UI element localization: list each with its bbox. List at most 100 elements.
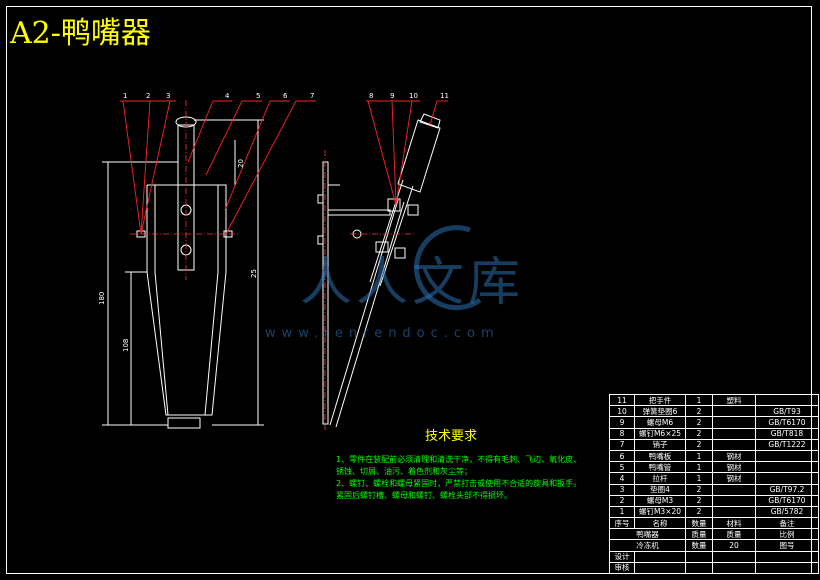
bom-cell-note: GB/T1222 <box>755 438 819 451</box>
bom-cell-qty: 2 <box>685 405 713 418</box>
dim-20: 20 <box>237 159 245 168</box>
bom-header-no: 序号 <box>609 517 635 530</box>
bom-cell-no: 10 <box>609 405 635 418</box>
bom-cell-name: 螺母M3 <box>634 494 686 507</box>
bom-cell-material <box>712 483 756 496</box>
bom-cell-no: 4 <box>609 472 635 485</box>
bom-cell-material <box>712 416 756 429</box>
bom-header-name: 名称 <box>634 517 686 530</box>
callout-11: 11 <box>440 92 449 100</box>
bom-cell-no: 6 <box>609 449 635 463</box>
bom-header: 序号名称数量材料备注 <box>609 517 819 530</box>
bom-header-material: 材料 <box>712 517 756 530</box>
callout-3: 3 <box>166 92 170 100</box>
callout-5: 5 <box>256 92 260 100</box>
bom-cell-note <box>755 461 819 474</box>
title-block-weight-value: 质量 <box>712 528 756 541</box>
bom-cell-name: 把手件 <box>634 393 686 407</box>
bom-cell-qty: 2 <box>685 494 713 507</box>
title-block-cell <box>712 561 756 575</box>
drawing-frame <box>6 6 812 574</box>
title-block-row: 设计 <box>609 550 819 563</box>
bom-header-note: 备注 <box>755 517 819 530</box>
bom-cell-qty: 2 <box>685 505 713 519</box>
title-block-design-label: 设计 <box>609 550 635 563</box>
bom-cell-qty: 2 <box>685 416 713 429</box>
title-block-cell <box>685 561 713 575</box>
bom-cell-note: GB/T97.2 <box>755 483 819 496</box>
watermark-logo <box>413 225 482 311</box>
bom-cell-material: 塑料 <box>712 393 756 407</box>
title-block-review-label: 审核 <box>609 561 635 575</box>
watermark-url: www.renrendoc.com <box>265 326 500 341</box>
bom-cell-material: 钢材 <box>712 472 756 485</box>
dim-180: 180 <box>98 292 106 305</box>
watermark-text: 人人文库 <box>300 253 525 313</box>
title-block-count-value: 20 <box>712 539 756 552</box>
bom-cell-note <box>755 472 819 485</box>
bom-cell-material <box>712 438 756 451</box>
bom-cell-qty: 1 <box>685 472 713 485</box>
title-block-weight-label: 质量 <box>685 528 713 541</box>
bom-cell-qty: 1 <box>685 393 713 407</box>
bom-cell-material: 钢材 <box>712 461 756 474</box>
bom-cell-name: 销子 <box>634 438 686 451</box>
title-block-row: 审核 <box>609 561 819 575</box>
bom-cell-material <box>712 405 756 418</box>
bom-cell-no: 8 <box>609 427 635 440</box>
title-block-cell <box>634 550 686 563</box>
bom-cell-qty: 1 <box>685 449 713 463</box>
callout-4: 4 <box>225 92 230 100</box>
side-view <box>317 113 441 428</box>
callout-7: 7 <box>310 92 314 100</box>
dim-25: 25 <box>250 269 258 278</box>
bom-cell-no: 1 <box>609 505 635 519</box>
title-block-cell <box>755 550 819 563</box>
bom-cell-no: 11 <box>609 393 635 407</box>
bom-cell-note <box>755 449 819 463</box>
dim-108: 108 <box>122 339 130 352</box>
callout-9: 9 <box>390 92 394 100</box>
bom-cell-note <box>755 393 819 407</box>
bom-cell-name: 拉杆 <box>634 472 686 485</box>
bom-cell-qty: 1 <box>685 461 713 474</box>
title-block-cell <box>755 561 819 575</box>
bom-cell-note: GB/T93 <box>755 405 819 418</box>
title-block-row: 鸭嘴器质量质量比例 <box>609 528 819 541</box>
title-block-cell <box>685 550 713 563</box>
bom-cell-qty: 2 <box>685 427 713 440</box>
title-block-part-name: 鸭嘴器 <box>609 528 686 541</box>
bom-cell-name: 鸭嘴管 <box>634 461 686 474</box>
tech-note: 锈蚀、切屑、油污、着色剂和灰尘等； <box>336 467 472 476</box>
bom-cell-material: 钢材 <box>712 449 756 463</box>
title-block-scale-label: 比例 <box>755 528 819 541</box>
tech-note: 2、螺钉、螺栓和螺母紧固时，严禁打击或使用不合适的旋具和扳手。 <box>336 479 582 488</box>
watermark: 人人文库 <box>300 240 524 315</box>
drawing-title: A2-鸭嘴器 <box>10 16 151 51</box>
bom-cell-qty: 2 <box>685 483 713 496</box>
funnel-body <box>146 184 227 416</box>
bom-cell-no: 9 <box>609 416 635 429</box>
bom-header-qty: 数量 <box>685 517 713 530</box>
bom-cell-note: GB/T6170 <box>755 494 819 507</box>
bom-cell-no: 7 <box>609 438 635 451</box>
tech-requirements: 1、零件在装配前必须清理和清洗干净，不得有毛刺、飞边、氧化皮、 锈蚀、切屑、油污… <box>336 454 591 502</box>
bom-cell-no: 5 <box>609 461 635 474</box>
bom-cell-no: 2 <box>609 494 635 507</box>
tech-requirements-title: 技术要求 <box>425 429 478 444</box>
callout-1: 1 <box>123 92 127 100</box>
bom-cell-note: GB/T6170 <box>755 416 819 429</box>
bom-cell-note: GB/T818 <box>755 427 819 440</box>
bom-cell-name: 鸭嘴板 <box>634 449 686 463</box>
bom-cell-name: 螺钉M6×25 <box>634 427 686 440</box>
